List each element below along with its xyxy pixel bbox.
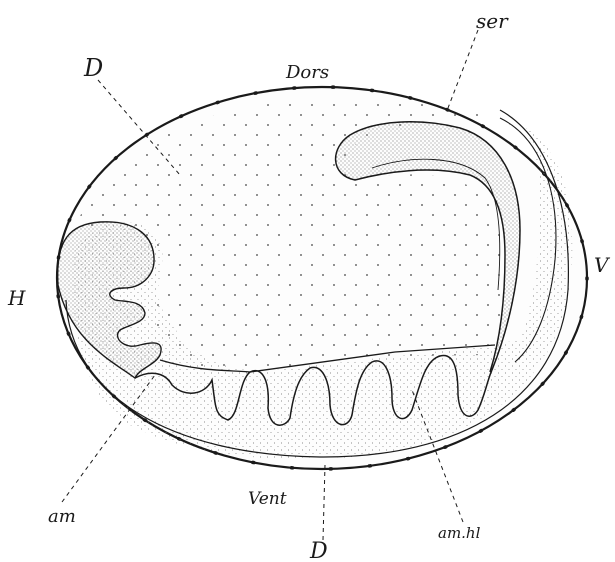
label-V: V xyxy=(594,253,611,277)
label-H: H xyxy=(7,286,26,310)
leader-ser xyxy=(448,30,478,108)
label-D-bottom: D xyxy=(309,539,328,562)
label-ser: ser xyxy=(476,9,509,33)
label-vent: Vent xyxy=(248,489,287,509)
label-D-top: D xyxy=(83,54,103,82)
label-amhl: am.hl xyxy=(438,524,481,542)
label-am: am xyxy=(48,506,76,527)
label-dors: Dors xyxy=(285,62,329,83)
leader-D-bottom xyxy=(323,465,325,540)
